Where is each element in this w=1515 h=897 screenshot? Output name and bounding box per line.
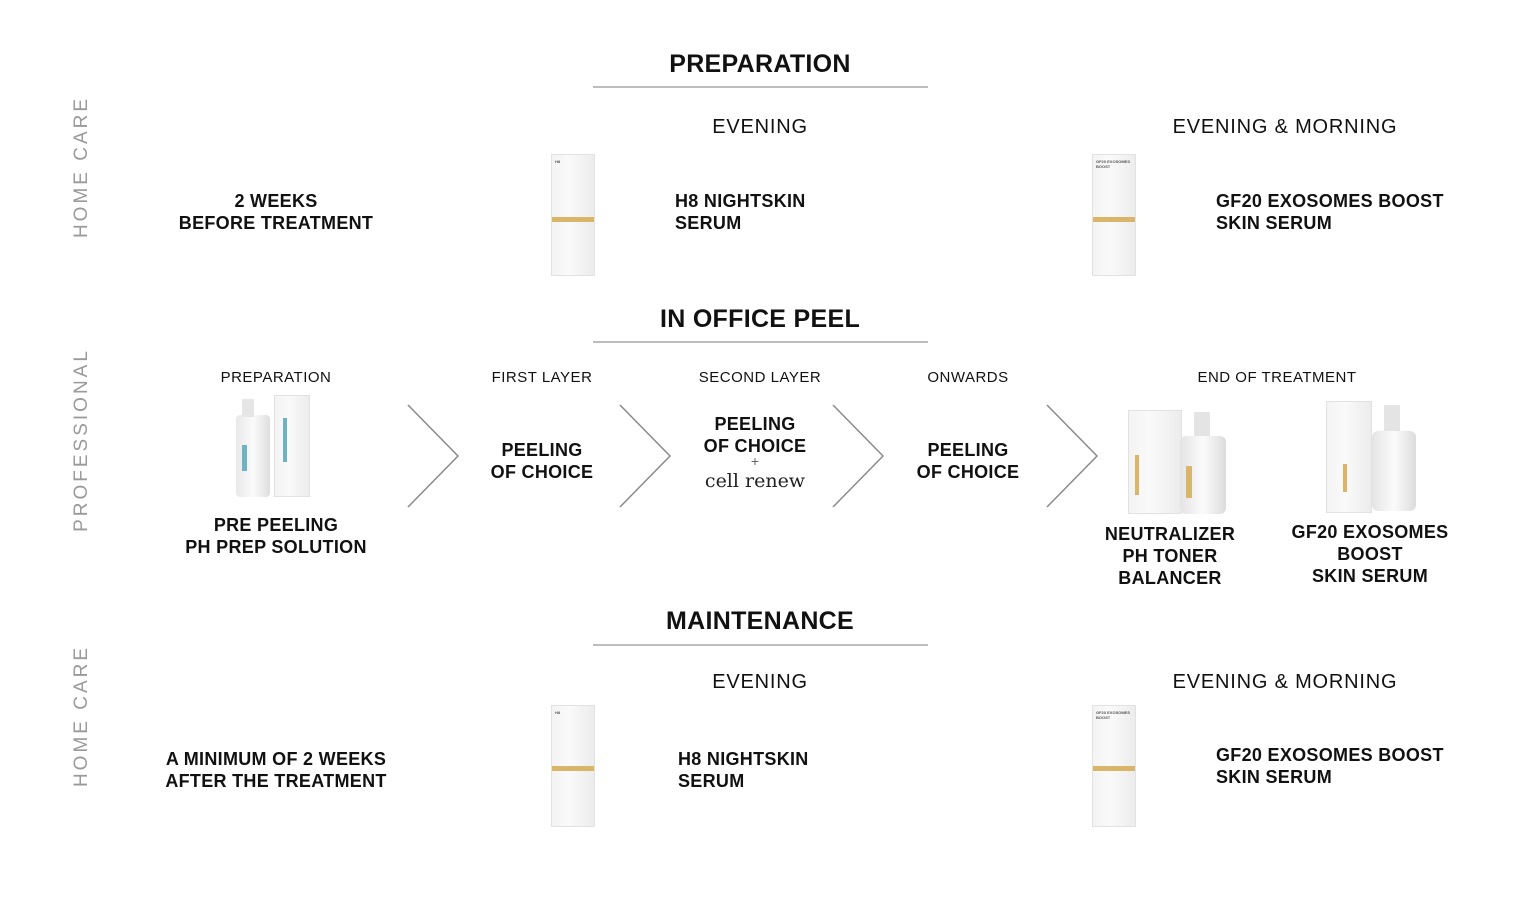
section-divider xyxy=(593,341,928,343)
neutralizer-bottle xyxy=(1180,436,1226,514)
prep-timing: 2 WEEKS BEFORE TREATMENT xyxy=(178,191,374,233)
h8-serum-box-image: H8 xyxy=(551,154,595,276)
step-heading-preparation: PREPARATION xyxy=(220,369,332,386)
plus-sign: + xyxy=(750,453,760,469)
end-product-gf20: GF20 EXOSOMES BOOST SKIN SERUM xyxy=(1291,522,1449,586)
section-divider xyxy=(593,644,928,646)
chevron-right-icon xyxy=(407,404,460,508)
prep-both-product: GF20 EXOSOMES BOOST SKIN SERUM xyxy=(1216,191,1444,233)
spray-bottle xyxy=(236,415,270,497)
step-product-onwards: PEELING OF CHOICE xyxy=(916,440,1020,482)
prep-evening-product: H8 NIGHTSKIN SERUM xyxy=(675,191,806,233)
gf20-pro-box xyxy=(1326,401,1372,513)
section-divider xyxy=(593,86,928,88)
step-heading-second-layer: SECOND LAYER xyxy=(698,369,822,386)
gf20-serum-box-image: GF20 EXOSOMES BOOST xyxy=(1092,705,1136,827)
section-title-in-office-peel: IN OFFICE PEEL xyxy=(659,305,861,333)
h8-serum-box-image: H8 xyxy=(551,705,595,827)
end-product-neutralizer: NEUTRALIZER PH TONER BALANCER xyxy=(1104,524,1236,588)
section-title-preparation: PREPARATION xyxy=(669,50,851,78)
gf20-pro-product-image xyxy=(1326,401,1438,513)
step-heading-first-layer: FIRST LAYER xyxy=(491,369,593,386)
step-product-first-layer: PEELING OF CHOICE xyxy=(490,440,594,482)
side-label-home-care: HOME CARE xyxy=(71,95,92,239)
gf20-serum-box-image: GF20 EXOSOMES BOOST xyxy=(1092,154,1136,276)
section-title-maintenance: MAINTENANCE xyxy=(665,607,855,635)
pre-peeling-product-image xyxy=(228,395,312,497)
side-label-professional: PROFESSIONAL xyxy=(71,348,92,532)
maint-evening-heading: EVENING xyxy=(712,671,808,693)
gf20-pro-bottle xyxy=(1372,431,1416,511)
prep-both-heading: EVENING & MORNING xyxy=(1172,116,1398,138)
side-label-home-care: HOME CARE xyxy=(71,644,92,788)
chevron-right-icon xyxy=(832,404,885,508)
step-heading-end-of-treatment: END OF TREATMENT xyxy=(1197,369,1357,386)
chevron-right-icon xyxy=(619,404,672,508)
maint-both-heading: EVENING & MORNING xyxy=(1172,671,1398,693)
prep-evening-heading: EVENING xyxy=(712,116,808,138)
step-product-second-layer: PEELING OF CHOICE xyxy=(703,414,807,456)
maint-both-product: GF20 EXOSOMES BOOST SKIN SERUM xyxy=(1216,745,1444,787)
cell-renew-logo: cell renew xyxy=(704,470,806,492)
chevron-right-icon xyxy=(1046,404,1099,508)
step-heading-onwards: ONWARDS xyxy=(927,369,1009,386)
pre-peeling-box xyxy=(274,395,310,497)
neutralizer-box xyxy=(1128,410,1182,514)
step-product-preparation: PRE PEELING PH PREP SOLUTION xyxy=(185,515,367,557)
neutralizer-product-image xyxy=(1128,408,1232,514)
maint-evening-product: H8 NIGHTSKIN SERUM xyxy=(678,749,809,791)
maint-timing: A MINIMUM OF 2 WEEKS AFTER THE TREATMENT xyxy=(165,749,387,791)
